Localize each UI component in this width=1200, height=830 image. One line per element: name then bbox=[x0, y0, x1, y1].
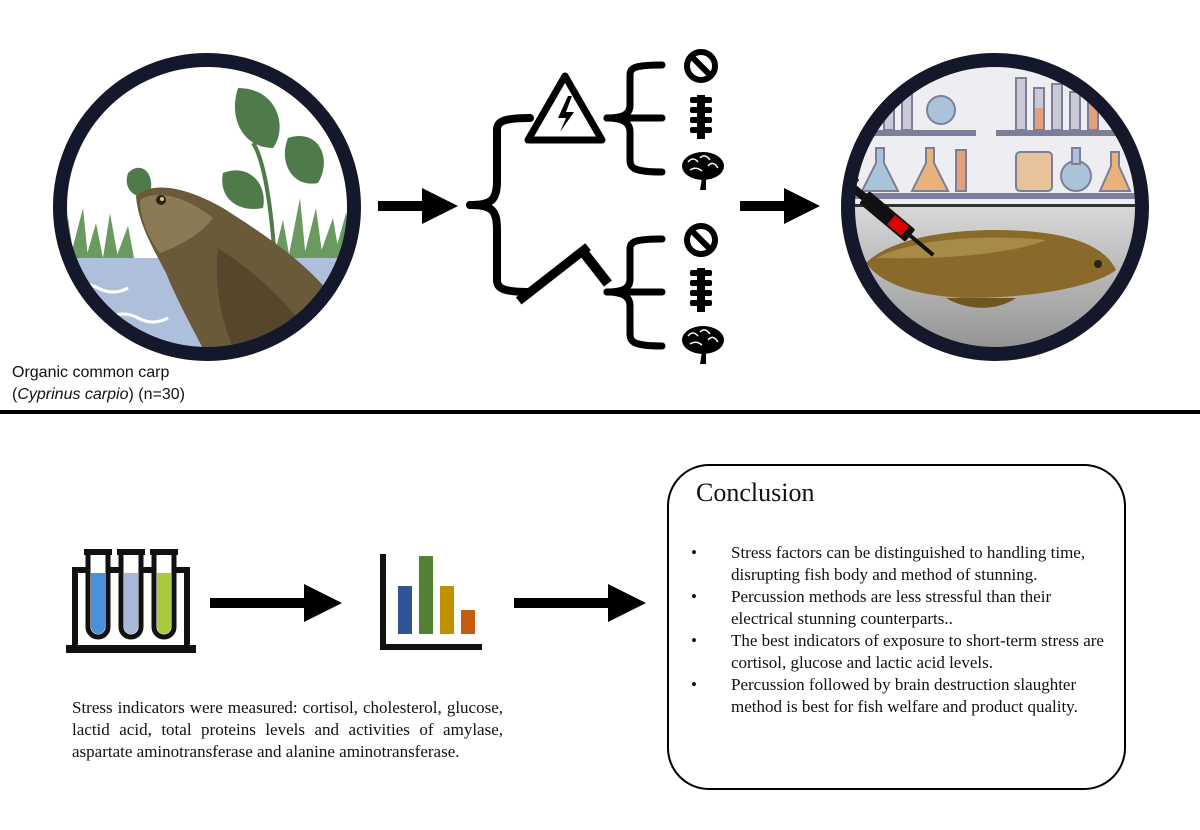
stunning-methods-branch bbox=[466, 61, 666, 350]
laboratory-sampling-illustration bbox=[836, 48, 1154, 366]
no-sign-icon bbox=[684, 223, 718, 257]
bullet-icon: • bbox=[691, 631, 697, 650]
hammer-icon bbox=[515, 243, 612, 305]
conclusion-item: •The best indicators of exposure to shor… bbox=[691, 631, 1104, 672]
bullet-icon: • bbox=[691, 543, 697, 562]
bar-1 bbox=[398, 586, 412, 634]
conclusion-title: Conclusion bbox=[696, 478, 815, 507]
right-arrow-icon bbox=[740, 188, 820, 224]
brain-icon bbox=[682, 326, 724, 364]
bar-4 bbox=[461, 610, 475, 634]
conclusion-item: •Percussion followed by brain destructio… bbox=[691, 675, 1078, 716]
bar-3 bbox=[440, 586, 454, 634]
right-arrow-icon bbox=[378, 188, 458, 224]
section-divider bbox=[0, 410, 1200, 414]
brain-icon bbox=[682, 152, 724, 190]
carp-habitat-illustration bbox=[48, 48, 366, 366]
conclusion-item: •Percussion methods are less stressful t… bbox=[691, 587, 1052, 628]
bullet-icon: • bbox=[691, 587, 697, 606]
bullet-icon: • bbox=[691, 675, 697, 694]
electric-shock-icon bbox=[524, 72, 606, 144]
bar-chart-icon bbox=[380, 554, 482, 650]
stress-indicators-text: Stress indicators were measured: cortiso… bbox=[72, 698, 503, 761]
spine-icon bbox=[690, 268, 712, 312]
bar-2 bbox=[419, 556, 433, 634]
tube-fill-3 bbox=[157, 573, 171, 634]
subject-caption-line1: Organic common carp bbox=[12, 364, 170, 381]
spine-icon bbox=[690, 95, 712, 139]
subject-caption-line2: (Cyprinus carpio) (n=30) bbox=[12, 386, 185, 403]
conclusion-item: •Stress factors can be distinguished to … bbox=[691, 543, 1086, 584]
test-tubes-icon bbox=[66, 549, 196, 653]
right-arrow-icon bbox=[210, 584, 342, 622]
tube-fill-1 bbox=[91, 573, 105, 634]
species-name: Cyprinus carpio bbox=[17, 386, 129, 403]
no-sign-icon bbox=[684, 49, 718, 83]
conclusion-box: Conclusion •Stress factors can be distin… bbox=[667, 464, 1126, 790]
tube-fill-2 bbox=[124, 573, 138, 634]
subject-caption: Organic common carp (Cyprinus carpio) (n… bbox=[12, 362, 185, 406]
right-arrow-icon bbox=[514, 584, 646, 622]
conclusion-list: •Stress factors can be distinguished to … bbox=[689, 542, 1107, 718]
